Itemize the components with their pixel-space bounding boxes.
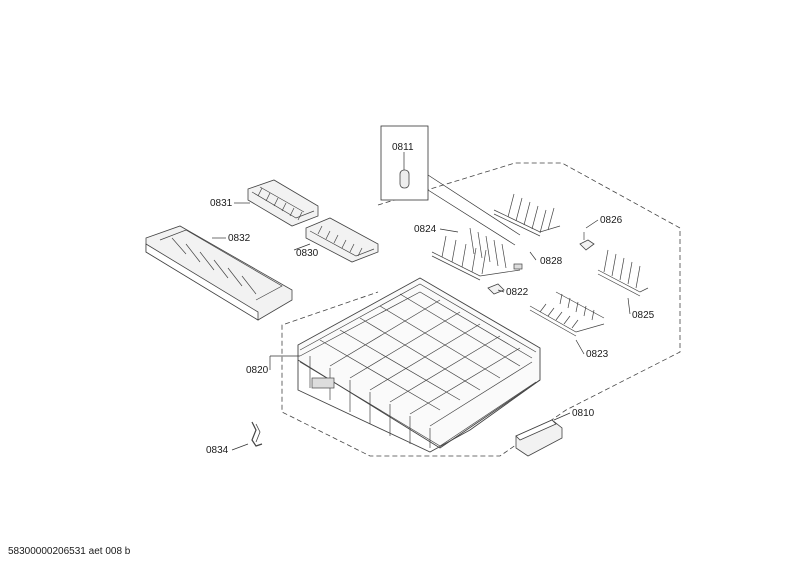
part-0820-basket (297, 277, 541, 453)
part-0823-rack (529, 291, 605, 337)
label-0830: 0830 (296, 248, 319, 259)
label-0832: 0832 (228, 233, 251, 244)
part-0822-clip (487, 283, 505, 295)
label-0820: 0820 (246, 365, 269, 376)
label-0826: 0826 (600, 215, 623, 226)
callout-line-0811 (427, 174, 521, 236)
label-0811: 0811 (392, 142, 414, 153)
label-0831: 0831 (210, 198, 233, 209)
label-0823: 0823 (586, 349, 609, 360)
part-0825-rack (597, 249, 649, 297)
part-0832-tray (145, 225, 293, 321)
pin-part-0811 (399, 169, 410, 189)
label-0828: 0828 (540, 256, 563, 267)
document-code: 58300000206531 aet 008 b (8, 546, 131, 557)
part-0810-handle (515, 419, 563, 457)
part-0824-rack (431, 227, 521, 281)
label-0810: 0810 (572, 408, 595, 419)
leader-lines (212, 152, 631, 451)
part-0834-hook (251, 421, 263, 447)
label-0824: 0824 (414, 224, 437, 235)
label-0822: 0822 (506, 287, 529, 298)
part-0831-rack (247, 179, 319, 227)
part-0830-rack (305, 217, 379, 263)
part-0826-clip (579, 232, 595, 251)
assembly-outline (281, 162, 681, 457)
label-0834: 0834 (206, 445, 229, 456)
callout-box-0811 (380, 125, 429, 201)
part-0828-rack (493, 193, 561, 237)
callout-line-0811-b (427, 189, 516, 246)
clip-part-0824 (513, 263, 523, 270)
label-0825: 0825 (632, 310, 655, 321)
